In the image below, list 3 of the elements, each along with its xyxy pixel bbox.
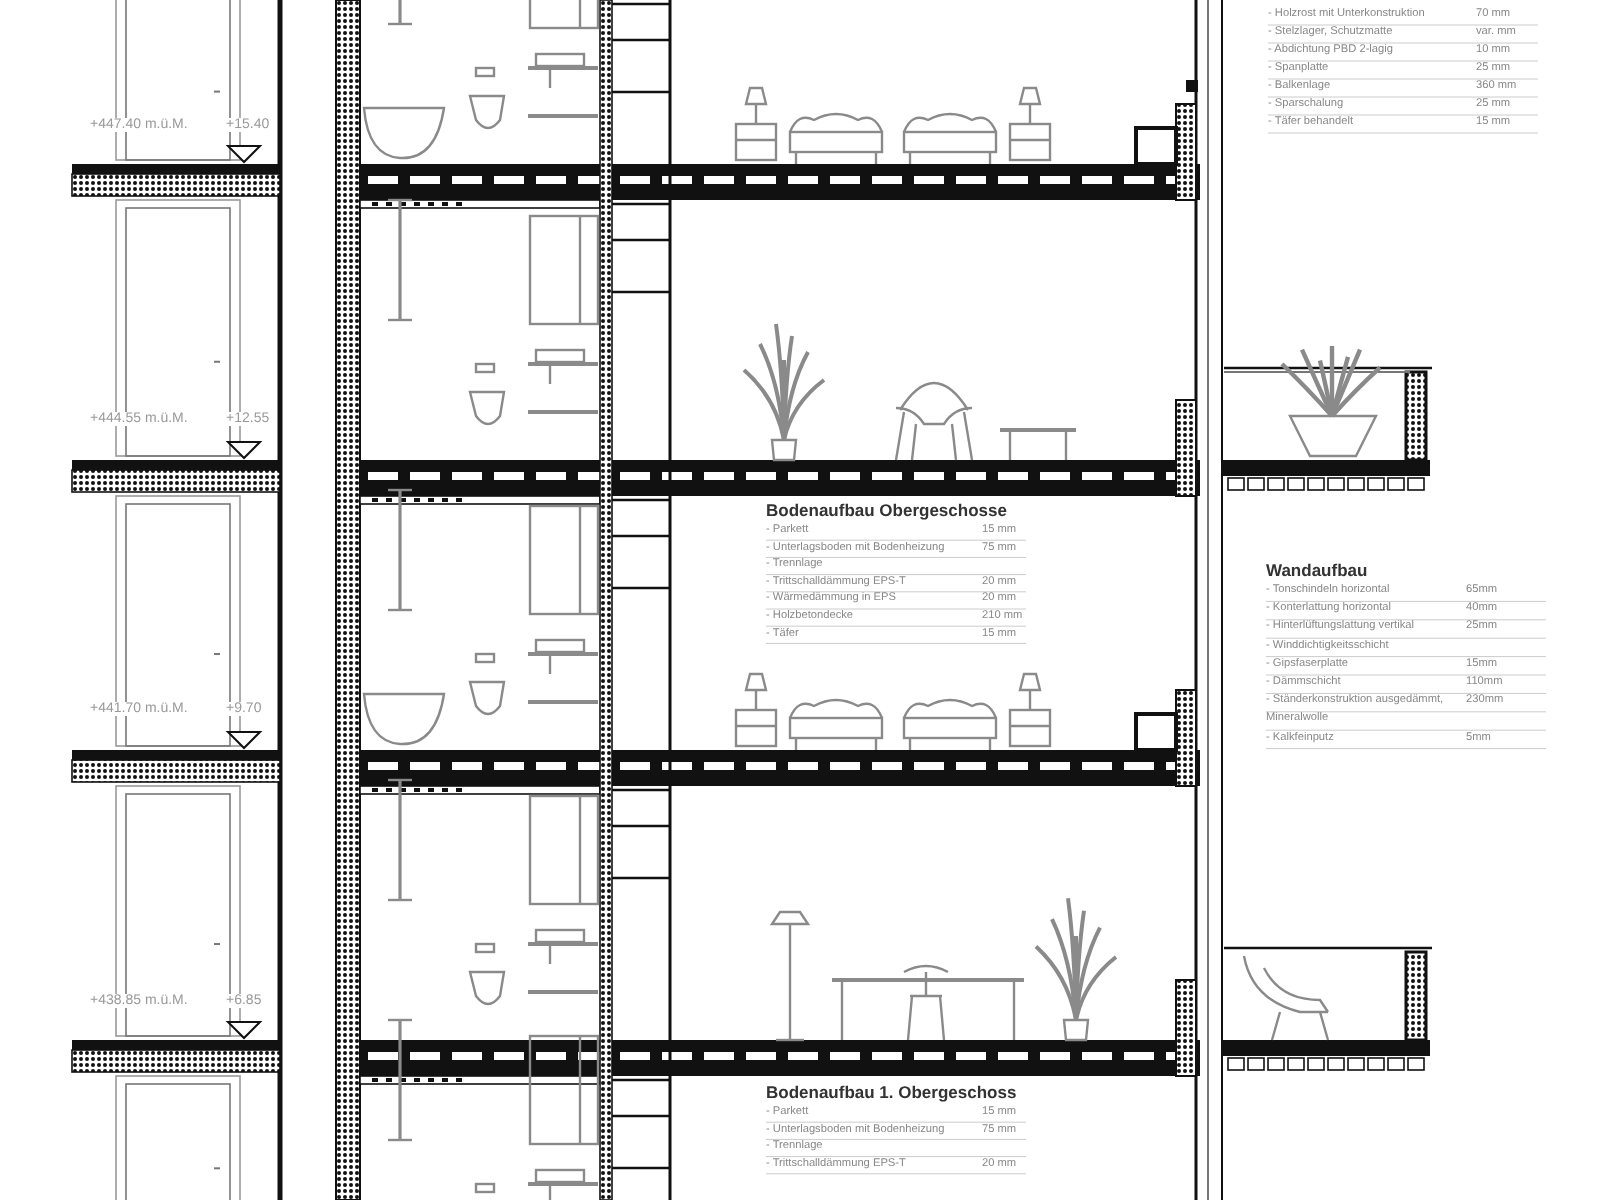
table-heading: Bodenaufbau Obergeschosse	[766, 502, 1007, 519]
table-heading: Wandaufbau	[1266, 562, 1368, 579]
table-heading: Bodenaufbau 1. Obergeschoss	[766, 1084, 1017, 1101]
